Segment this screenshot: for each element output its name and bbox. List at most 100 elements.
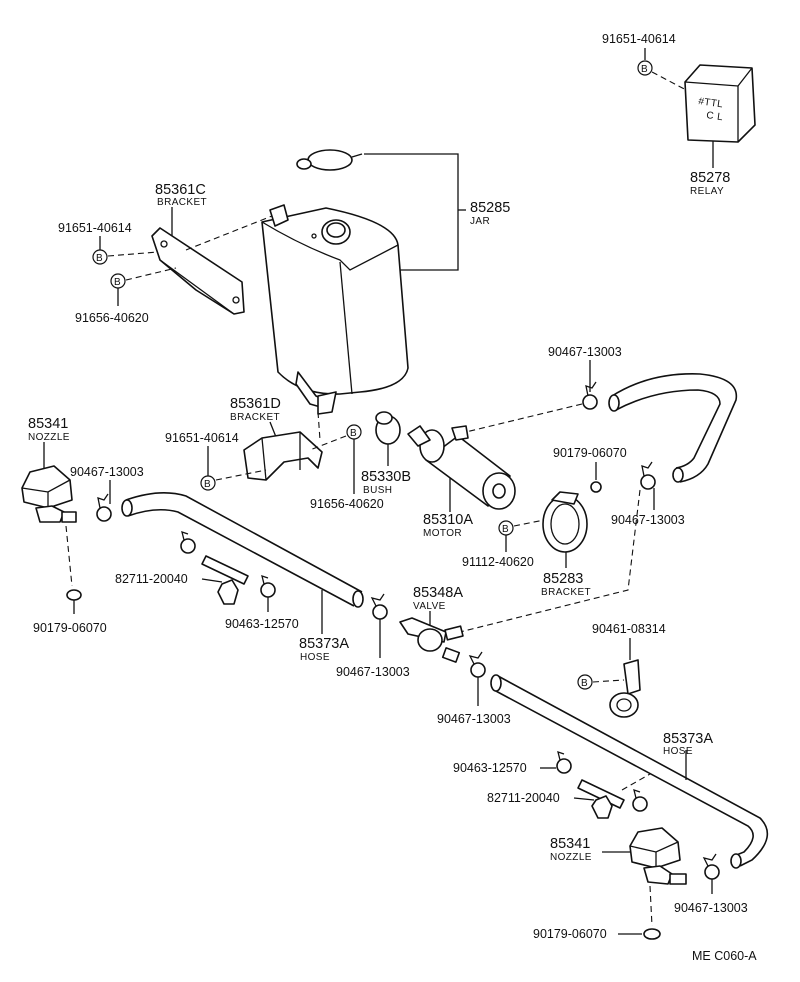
clamp-valve-right-label: 90467-13003 [437, 712, 511, 726]
clamp-icon [370, 593, 388, 620]
clip-nozzle-right-label: 90179-06070 [533, 927, 607, 941]
clamp-nozzle-left-label: 90467-13003 [70, 465, 144, 479]
motor-icon [407, 425, 516, 510]
bolt-symbol: B [204, 479, 211, 490]
motor-number: 85310A [423, 512, 473, 528]
bracket-d-bolt1-label: 91651-40614 [165, 431, 239, 445]
bracket-d-number: 85361D [230, 396, 281, 412]
clamp-icon [702, 853, 720, 880]
svg-text:#TTL: #TTL [698, 96, 724, 110]
valve-name: VALVE [413, 601, 446, 612]
clamp-icon [582, 381, 598, 410]
bracket-c-assembly: 85361C BRACKET 91651-40614 B B 91656-406… [58, 182, 273, 325]
jar-cap-icon [296, 149, 363, 171]
hose-left-number: 85373A [299, 636, 349, 652]
nozzle-right-icon [629, 827, 687, 885]
nozzle-right-assembly: 85341 NOZZLE 90467-13003 90179-06070 [533, 827, 748, 941]
bolt-symbol: B [96, 253, 103, 264]
valve-assembly: 85348A VALVE 90467-13003 [399, 585, 511, 726]
nozzle-left-assembly: 85341 NOZZLE 90467-13003 90179-06070 [21, 416, 144, 635]
upper-hose-assembly: 90467-13003 90179-06070 90467-13003 [459, 345, 738, 633]
clip-nozzle-left-label: 90179-06070 [33, 621, 107, 635]
upper-hose-icon [608, 373, 738, 483]
relay-assembly: 91651-40614 B #TTL C L 85278 RELAY [602, 32, 756, 197]
nozzle-left-icon [21, 465, 77, 523]
clamp-icon [632, 789, 648, 812]
bracket-c-number: 85361C [155, 182, 206, 198]
clamp-top-label: 90467-13003 [548, 345, 622, 359]
bolt-icon [200, 475, 216, 491]
diagram-code: ME C060-A [692, 949, 757, 963]
clip-right-label: 90179-06070 [553, 446, 627, 460]
clip-icon [643, 928, 661, 940]
bracket-283-name: BRACKET [541, 587, 591, 598]
bolt-icon [92, 249, 108, 265]
svg-text:C L: C L [706, 110, 724, 123]
bolt-symbol: B [502, 524, 509, 535]
clamp-icon [96, 493, 112, 522]
jar-icon [261, 204, 409, 415]
jar-number: 85285 [470, 200, 510, 216]
bracket-d-bolt2-label: 91656-40620 [310, 497, 384, 511]
clamp-icon [180, 531, 196, 554]
band-left-label: 82711-20040 [115, 572, 188, 586]
clamp-icon [468, 651, 486, 678]
motor-name: MOTOR [423, 528, 462, 539]
nozzle-right-number: 85341 [550, 836, 590, 852]
hose-left-icon [121, 492, 364, 608]
hose-right-icon [490, 674, 769, 869]
bush-name: BUSH [363, 485, 392, 496]
band-left-icon [201, 555, 249, 605]
bush-assembly: 85330B BUSH [361, 411, 411, 496]
motor-assembly: 85310A MOTOR [407, 425, 516, 539]
bush-icon [375, 411, 401, 445]
bracket-c-icon [151, 227, 245, 315]
bracket-283-assembly: B 91112-40620 85283 BRACKET [462, 491, 591, 598]
bracket-c-name: BRACKET [157, 197, 207, 208]
bracket-c-bolt1-label: 91651-40614 [58, 221, 132, 235]
bracket-283-bolt-label: 91112-40620 [462, 555, 534, 569]
nozzle-right-name: NOZZLE [550, 852, 592, 863]
relay-number: 85278 [690, 170, 730, 186]
clamp-icon [260, 575, 276, 598]
bolt-symbol: B [641, 64, 648, 75]
hose-left-assembly: 82711-20040 90463-12570 85373A HOSE 9046… [115, 492, 410, 679]
clamp-right-label: 90467-13003 [611, 513, 685, 527]
bracket-461-icon [609, 659, 641, 718]
bolt-icon [637, 60, 653, 76]
bolt-symbol: B [350, 428, 357, 439]
clip-icon [66, 589, 82, 601]
nozzle-left-name: NOZZLE [28, 432, 70, 443]
bracket-d-icon [243, 431, 323, 481]
hose-right-assembly: 85373A HOSE 90463-12570 82711-20040 [453, 674, 769, 869]
hose-right-name: HOSE [663, 746, 693, 757]
clamp-band-left-label: 90463-12570 [225, 617, 299, 631]
nozzle-left-number: 85341 [28, 416, 68, 432]
bolt-icon [577, 674, 593, 690]
clamp-valve-left-label: 90467-13003 [336, 665, 410, 679]
bracket-461-assembly: 90461-08314 B [577, 622, 666, 718]
bracket-461-label: 90461-08314 [592, 622, 666, 636]
clamp-icon [640, 461, 656, 490]
jar-assembly: 85285 JAR [261, 149, 510, 415]
band-right-label: 82711-20040 [487, 791, 560, 805]
clip-icon [590, 481, 602, 493]
band-right-icon [577, 779, 625, 819]
valve-number: 85348A [413, 585, 463, 601]
bracket-c-bolt2-label: 91656-40620 [75, 311, 149, 325]
jar-name: JAR [470, 216, 490, 227]
bracket-d-name: BRACKET [230, 412, 280, 423]
clamp-nozzle-right-label: 90467-13003 [674, 901, 748, 915]
bolt-symbol: B [114, 277, 121, 288]
bracket-283-icon [542, 491, 588, 553]
clamp-band-right-label: 90463-12570 [453, 761, 527, 775]
hose-right-number: 85373A [663, 731, 713, 747]
bracket-283-number: 85283 [543, 571, 583, 587]
hose-left-name: HOSE [300, 652, 330, 663]
bracket-d-assembly: 85361D BRACKET 91651-40614 B B 91656-406… [165, 396, 384, 511]
bush-number: 85330B [361, 469, 411, 485]
clamp-icon [556, 751, 572, 774]
valve-icon [399, 617, 464, 663]
relay-name: RELAY [690, 186, 724, 197]
